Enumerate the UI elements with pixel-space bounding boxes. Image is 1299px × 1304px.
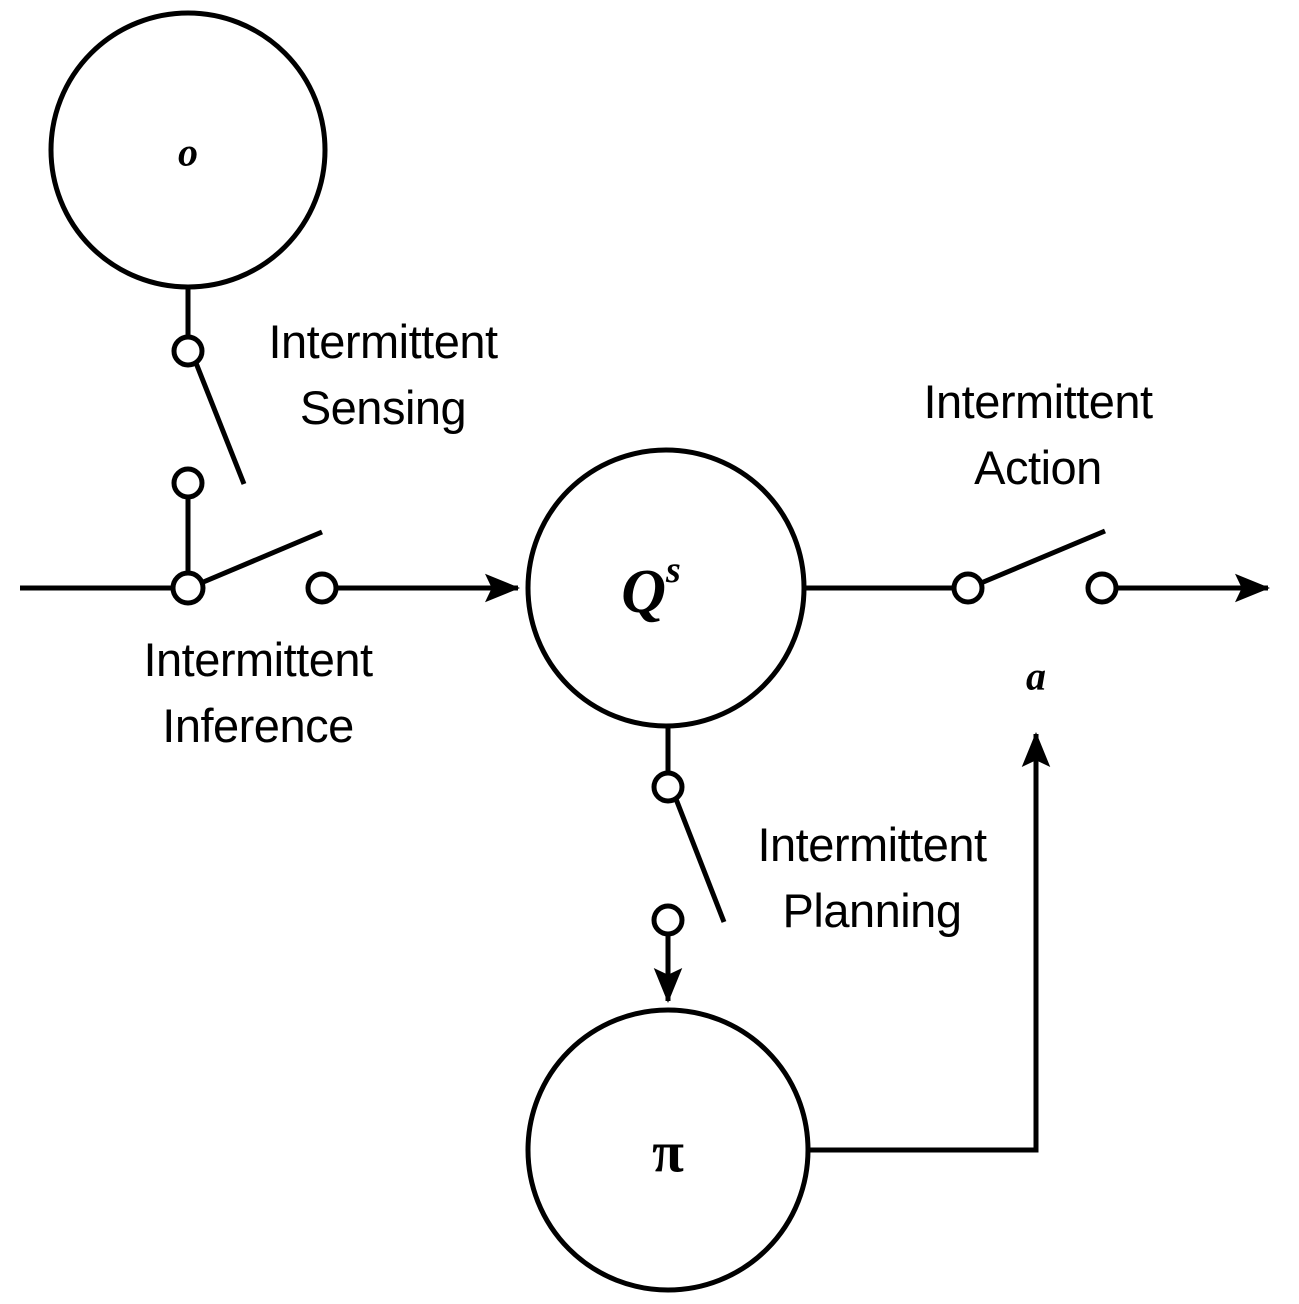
switch-blade-inference[interactable] xyxy=(200,529,323,586)
label-intermittent-inference-line2: Inference xyxy=(162,699,353,752)
node-policy-label: π xyxy=(652,1120,684,1185)
terminal-action-right[interactable] xyxy=(1085,571,1119,605)
terminal-sensing-upper[interactable] xyxy=(171,334,205,368)
node-observation-label: o xyxy=(178,130,198,175)
terminal-inference-right[interactable] xyxy=(305,571,339,605)
switch-blade-sensing[interactable] xyxy=(193,362,247,485)
edge-policy-feedback-arrow xyxy=(808,731,1051,1153)
terminal-planning-upper[interactable] xyxy=(651,770,685,804)
label-intermittent-action-line2: Action xyxy=(974,441,1102,494)
label-intermittent-action-line1: Intermittent xyxy=(923,375,1153,428)
switch-blade-planning[interactable] xyxy=(673,798,727,923)
label-intermittent-planning-line1: Intermittent xyxy=(757,818,987,871)
label-intermittent-inference-line1: Intermittent xyxy=(143,633,373,686)
node-state-belief-base: Q xyxy=(621,558,666,626)
node-state-belief-label: Qs xyxy=(621,549,681,626)
switch-blade-action[interactable] xyxy=(980,528,1106,586)
label-action-signal: a xyxy=(1026,654,1046,699)
terminal-inference-junction[interactable] xyxy=(170,570,206,606)
label-intermittent-planning-line2: Planning xyxy=(783,884,962,937)
label-intermittent-sensing-line2: Sensing xyxy=(300,381,466,434)
terminal-planning-lower[interactable] xyxy=(651,903,685,937)
terminal-action-left[interactable] xyxy=(951,571,985,605)
label-intermittent-sensing-line1: Intermittent xyxy=(268,315,498,368)
terminal-sensing-lower[interactable] xyxy=(171,466,205,500)
node-state-belief-superscript: s xyxy=(665,549,681,591)
